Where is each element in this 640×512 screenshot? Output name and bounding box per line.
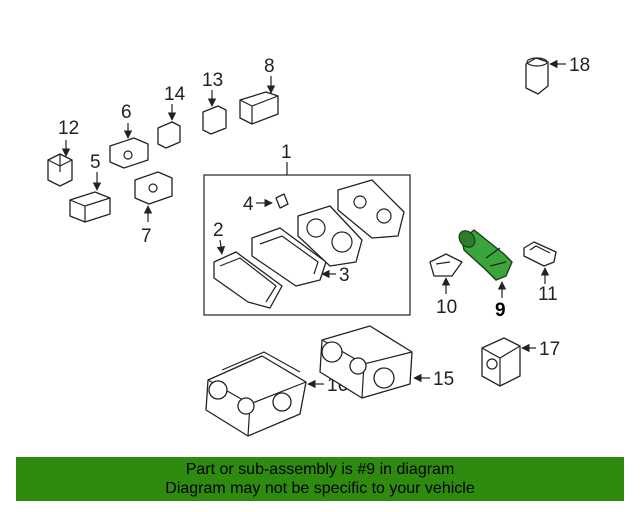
callout-2: 2 [213,220,224,241]
part-12-connector[interactable] [47,140,73,187]
callout-7: 7 [141,226,152,247]
callout-12: 12 [58,118,79,139]
part-7-switch[interactable] [134,171,173,222]
callout-1: 1 [281,142,292,163]
part-1-instrument-cluster[interactable] [203,162,411,316]
part-10-bracket[interactable] [429,253,463,294]
callout-4: 4 [243,194,254,215]
callout-11: 11 [538,284,558,305]
callout-8: 8 [264,56,275,77]
callout-18: 18 [569,55,590,76]
callout-6: 6 [121,102,132,123]
part-14-clip[interactable] [157,104,181,149]
part-5-connector[interactable] [69,172,111,223]
part-6-switch[interactable] [109,123,149,169]
part-8-connector[interactable] [239,76,279,125]
parts-diagram: 12 5 6 7 14 13 8 18 [47,55,590,437]
callout-10: 10 [436,297,457,318]
banner-line-2: Diagram may not be specific to your vehi… [165,480,475,497]
callout-9: 9 [495,300,506,321]
callout-5: 5 [90,152,101,173]
part-17-switch[interactable] [481,337,536,387]
part-11-cover[interactable] [523,241,557,284]
part-9-highlighted[interactable] [456,228,513,298]
part-15-climate-control[interactable] [319,325,430,399]
vehicle-notice-banner: Part or sub-assembly is #9 in diagram Di… [16,457,624,501]
part-16-climate-control[interactable] [205,351,324,437]
banner-line-1: Part or sub-assembly is #9 in diagram [185,461,455,478]
callout-14: 14 [164,84,186,105]
callout-3: 3 [339,265,350,286]
part-18-bulb-socket[interactable] [525,57,566,95]
part-13-clip[interactable] [202,90,227,135]
callout-17: 17 [539,339,560,360]
callout-15: 15 [433,369,454,390]
callout-13: 13 [202,70,223,91]
